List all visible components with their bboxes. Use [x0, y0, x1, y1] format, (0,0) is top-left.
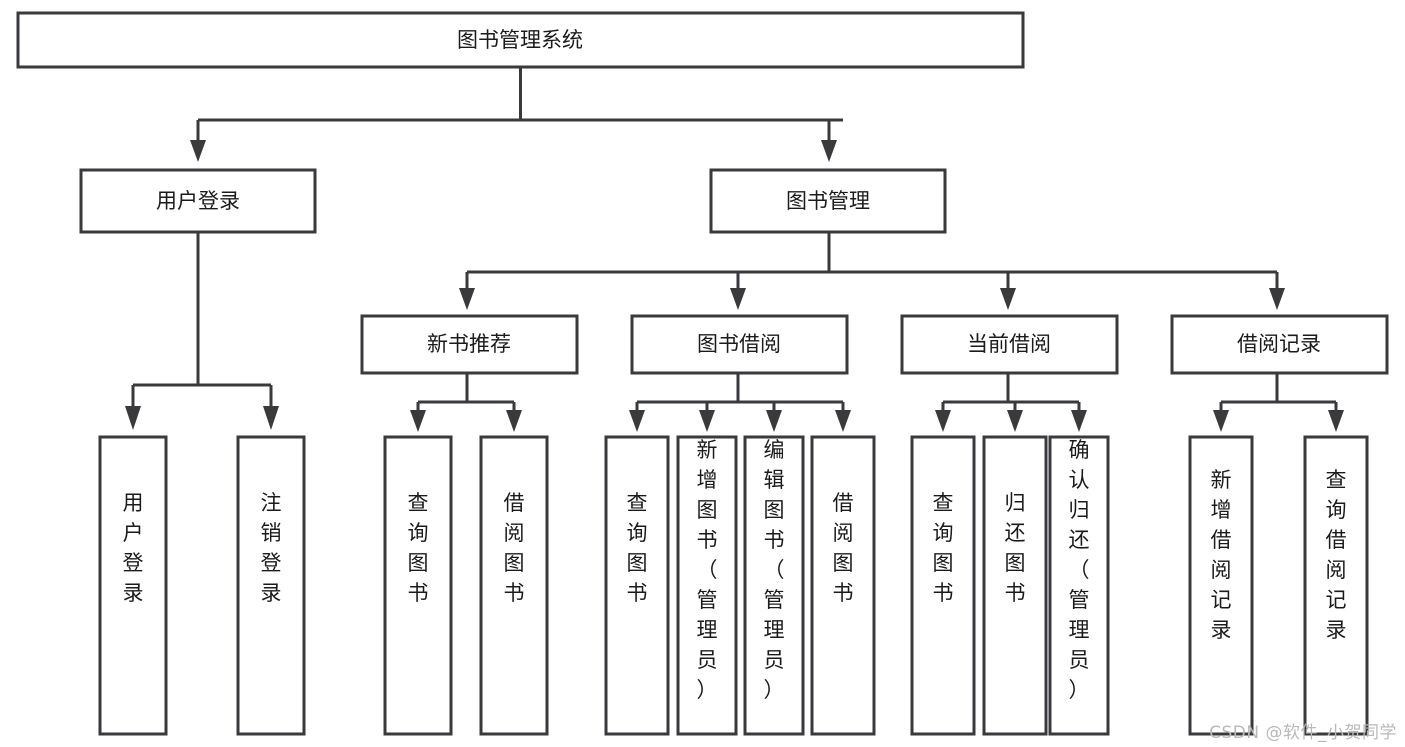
- leaf-user-login-label: 用户登录: [123, 491, 144, 605]
- leaf-borrow-book-1-label: 借阅图书: [504, 491, 525, 605]
- leaf-return-book-box[interactable]: [982, 435, 1048, 736]
- connector-layer: [125, 67, 1344, 432]
- leaf-borrow-book-2-label: 借阅图书: [833, 491, 854, 605]
- arrow-newbook-to-leaf2: [506, 410, 522, 432]
- node-book-management[interactable]: 图书管理: [709, 168, 947, 234]
- arrow-record-to-leaf2: [1328, 410, 1344, 432]
- leaf-borrow-book-2-box[interactable]: [810, 435, 876, 736]
- current-borrow-label: 当前借阅: [967, 332, 1051, 356]
- book-management-label: 图书管理: [786, 189, 870, 213]
- node-leaf-borrow-book-2[interactable]: 借阅图书: [810, 435, 876, 736]
- node-leaf-user-login[interactable]: 用户登录: [98, 435, 168, 736]
- node-leaf-query-book-3[interactable]: 查询图书: [910, 435, 976, 736]
- node-leaf-logout[interactable]: 注销登录: [236, 435, 306, 736]
- leaf-add-borrow-record-label: 新增借阅记录: [1211, 468, 1232, 642]
- root-label: 图书管理系统: [457, 28, 583, 52]
- node-leaf-return-book[interactable]: 归还图书: [982, 435, 1048, 736]
- leaf-add-borrow-record-box[interactable]: [1188, 435, 1254, 736]
- arrow-root-to-user-login: [190, 140, 206, 162]
- leaf-logout-box[interactable]: [236, 435, 306, 736]
- node-leaf-query-book-2[interactable]: 查询图书: [604, 435, 670, 736]
- node-leaf-query-book-1[interactable]: 查询图书: [383, 435, 453, 736]
- current-borrow-box[interactable]: [900, 314, 1119, 375]
- leaf-query-book-2-box[interactable]: [604, 435, 670, 736]
- leaf-query-book-1-box[interactable]: [383, 435, 453, 736]
- arrow-userlogin-to-leaf2: [263, 406, 279, 430]
- arrow-borrow-to-leaf3: [766, 410, 782, 432]
- user-login-box[interactable]: [79, 168, 317, 234]
- leaf-query-book-3-label: 查询图书: [933, 491, 954, 605]
- leaf-borrow-book-1-box[interactable]: [479, 435, 549, 736]
- node-leaf-add-book-admin[interactable]: 新增图书（管理员）: [676, 435, 738, 736]
- node-book-borrow[interactable]: 图书借阅: [630, 314, 849, 375]
- arrow-bookmgmt-to-record: [1269, 288, 1285, 310]
- book-management-box[interactable]: [709, 168, 947, 234]
- leaf-edit-book-admin-label: 编辑图书（管理员）: [764, 438, 785, 702]
- new-book-recommend-box[interactable]: [360, 314, 579, 375]
- arrow-current-to-leaf3: [1071, 410, 1087, 432]
- leaf-add-book-admin-box[interactable]: [676, 435, 738, 736]
- arrow-root-to-book-mgmt: [821, 140, 837, 162]
- arrow-bookmgmt-to-newbook: [459, 288, 475, 310]
- node-leaf-confirm-return-admin[interactable]: 确认归还（管理员）: [1048, 435, 1110, 736]
- user-login-label: 用户登录: [156, 189, 240, 213]
- leaf-query-book-1-label: 查询图书: [408, 491, 429, 605]
- node-borrow-record[interactable]: 借阅记录: [1170, 314, 1389, 375]
- leaf-query-borrow-record-box[interactable]: [1303, 435, 1369, 736]
- leaf-query-borrow-record-label: 查询借阅记录: [1326, 468, 1347, 642]
- book-borrow-box[interactable]: [630, 314, 849, 375]
- leaf-confirm-return-admin-label: 确认归还（管理员）: [1069, 438, 1090, 702]
- arrow-userlogin-to-leaf1: [125, 406, 141, 430]
- arrow-borrow-to-leaf2: [699, 410, 715, 432]
- node-leaf-query-borrow-record[interactable]: 查询借阅记录: [1303, 435, 1369, 736]
- node-current-borrow[interactable]: 当前借阅: [900, 314, 1119, 375]
- arrow-borrow-to-leaf4: [835, 410, 851, 432]
- node-leaf-edit-book-admin[interactable]: 编辑图书（管理员）: [743, 435, 805, 736]
- borrow-record-box[interactable]: [1170, 314, 1389, 375]
- arrow-borrow-to-leaf1: [629, 410, 645, 432]
- arrow-current-to-leaf2: [1007, 410, 1023, 432]
- arrow-current-to-leaf1: [935, 410, 951, 432]
- root-box[interactable]: [16, 11, 1025, 69]
- leaf-confirm-return-admin-box[interactable]: [1048, 435, 1110, 736]
- book-borrow-label: 图书借阅: [697, 332, 781, 356]
- leaf-add-book-admin-label: 新增图书（管理员）: [697, 438, 718, 702]
- arrow-bookmgmt-to-borrow: [730, 288, 746, 310]
- leaf-return-book-label: 归还图书: [1005, 491, 1026, 605]
- leaf-query-book-2-label: 查询图书: [627, 491, 648, 605]
- leaf-query-book-3-box[interactable]: [910, 435, 976, 736]
- node-user-login[interactable]: 用户登录: [79, 168, 317, 234]
- borrow-record-label: 借阅记录: [1237, 332, 1321, 356]
- node-leaf-add-borrow-record[interactable]: 新增借阅记录: [1188, 435, 1254, 736]
- arrow-newbook-to-leaf1: [410, 410, 426, 432]
- node-root[interactable]: 图书管理系统: [16, 11, 1025, 69]
- leaf-user-login-box[interactable]: [98, 435, 168, 736]
- node-new-book-recommend[interactable]: 新书推荐: [360, 314, 579, 375]
- node-leaf-borrow-book-1[interactable]: 借阅图书: [479, 435, 549, 736]
- arrow-bookmgmt-to-current: [1000, 288, 1016, 310]
- new-book-recommend-label: 新书推荐: [427, 332, 511, 356]
- leaf-edit-book-admin-box[interactable]: [743, 435, 805, 736]
- arrow-record-to-leaf1: [1213, 410, 1229, 432]
- leaf-logout-label: 注销登录: [261, 491, 282, 605]
